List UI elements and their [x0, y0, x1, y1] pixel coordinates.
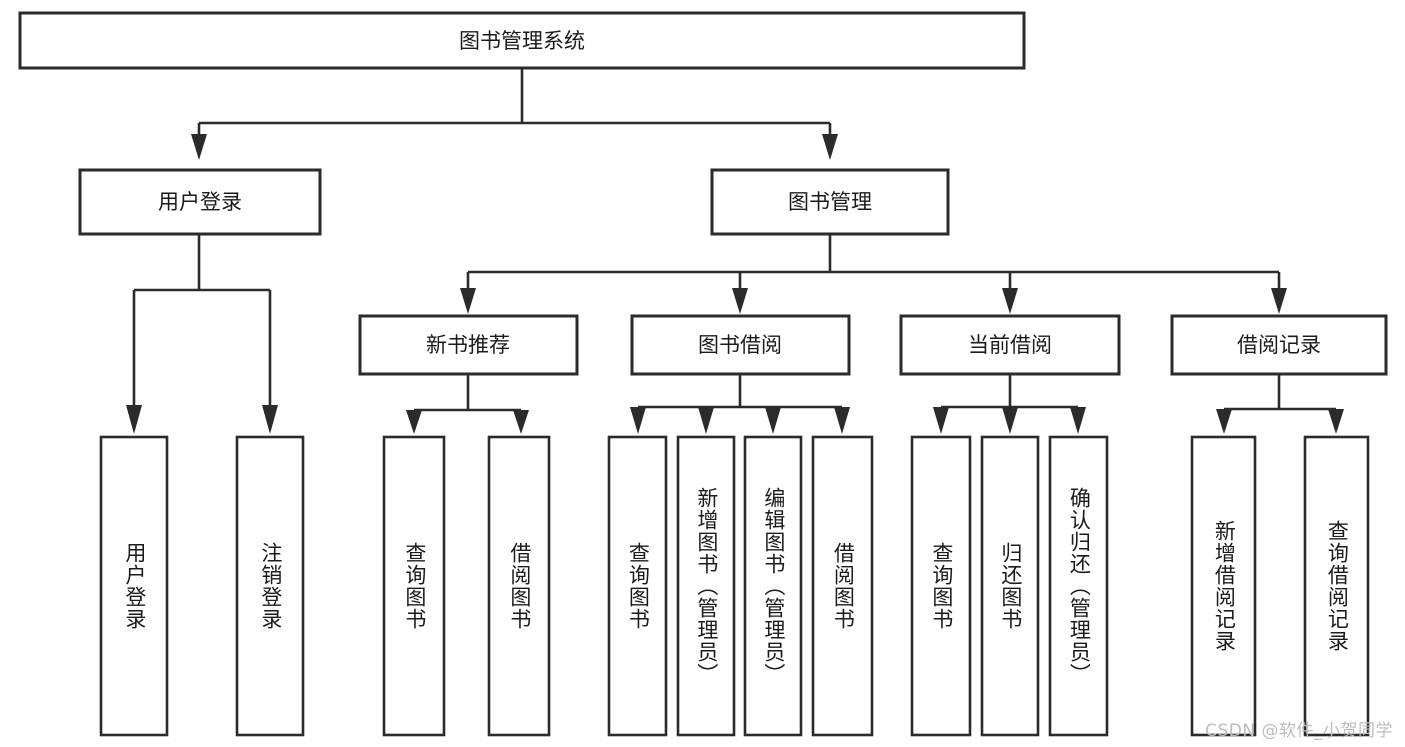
connector-group-root: [191, 68, 838, 160]
node-current-borrow-box[interactable]: [899, 314, 1121, 376]
node-book-borrow-label: 图书借阅: [698, 333, 782, 357]
arrow-head-leaf-query-book-2: [630, 407, 646, 434]
arrow-head-leaf-add-record: [1216, 409, 1232, 434]
connector-group-current-borrow: [933, 374, 1086, 434]
connector-group-new-book-recommend: [406, 374, 529, 434]
node-borrow-record[interactable]: 借阅记录: [1170, 314, 1388, 376]
node-root-box[interactable]: [18, 11, 1026, 70]
arrow-head-leaf-query-book-1: [406, 410, 422, 434]
arrow-head-new-book: [460, 288, 476, 314]
node-root[interactable]: 图书管理系统: [18, 11, 1026, 70]
leaf-box-logout[interactable]: [235, 435, 305, 737]
node-book-borrow-box[interactable]: [630, 314, 851, 376]
node-borrow-record-label: 借阅记录: [1237, 333, 1321, 357]
leaf-box-borrow-book-1[interactable]: [487, 435, 551, 737]
node-book-management[interactable]: 图书管理: [710, 168, 950, 236]
node-user-login-label: 用户登录: [158, 190, 242, 214]
node-current-borrow-label: 当前借阅: [968, 333, 1052, 357]
arrow-head-bookmgmt: [822, 134, 838, 160]
arrow-head-leaf-confirm-return: [1070, 407, 1086, 434]
connector-group-book-management: [460, 234, 1287, 314]
node-borrow-record-box[interactable]: [1170, 314, 1388, 376]
leaf-box-query-book-3[interactable]: [910, 435, 972, 737]
node-root-label: 图书管理系统: [459, 29, 585, 53]
leaf-box-add-record[interactable]: [1190, 435, 1257, 737]
leaf-box-query-record[interactable]: [1303, 435, 1370, 737]
node-book-management-box[interactable]: [710, 168, 950, 236]
leaf-box-query-book-2[interactable]: [607, 435, 668, 737]
leaf-box-add-book[interactable]: [676, 435, 736, 737]
leaf-box-edit-book[interactable]: [743, 435, 803, 737]
node-new-book-recommend-label: 新书推荐: [426, 333, 510, 357]
arrow-head-leaf-user-login: [126, 405, 142, 434]
node-book-management-label: 图书管理: [788, 190, 872, 214]
node-user-login[interactable]: 用户登录: [78, 168, 322, 236]
arrow-head-leaf-query-book-3: [933, 407, 949, 434]
arrow-head-book-borrow: [732, 288, 748, 314]
arrow-head-leaf-logout: [262, 405, 278, 434]
leaf-box-user-login[interactable]: [99, 435, 169, 737]
node-current-borrow[interactable]: 当前借阅: [899, 314, 1121, 376]
arrow-head-borrow-record: [1271, 288, 1287, 314]
node-new-book-recommend[interactable]: 新书推荐: [358, 314, 579, 376]
leaf-box-confirm-return[interactable]: [1048, 435, 1109, 737]
arrow-head-current-borrow: [1002, 288, 1018, 314]
arrow-head-leaf-borrow-book-1: [513, 410, 529, 434]
leaf-box-borrow-book-2[interactable]: [811, 435, 874, 737]
arrow-head-leaf-query-record: [1328, 409, 1344, 434]
connector-group-user-login: [126, 234, 278, 434]
node-book-borrow[interactable]: 图书借阅: [630, 314, 851, 376]
arrow-head-leaf-add-book: [698, 407, 714, 434]
arrow-head-leaf-edit-book: [765, 407, 781, 434]
node-new-book-recommend-box[interactable]: [358, 314, 579, 376]
arrow-head-userlogin: [191, 134, 207, 160]
connector-group-book-borrow: [630, 374, 850, 434]
leaf-box-query-book-1[interactable]: [382, 435, 446, 737]
leaf-box-return-book[interactable]: [980, 435, 1040, 737]
arrow-head-leaf-return-book: [1002, 407, 1018, 434]
arrow-head-leaf-borrow-book-2: [834, 407, 850, 434]
connector-group-borrow-record: [1216, 374, 1344, 434]
